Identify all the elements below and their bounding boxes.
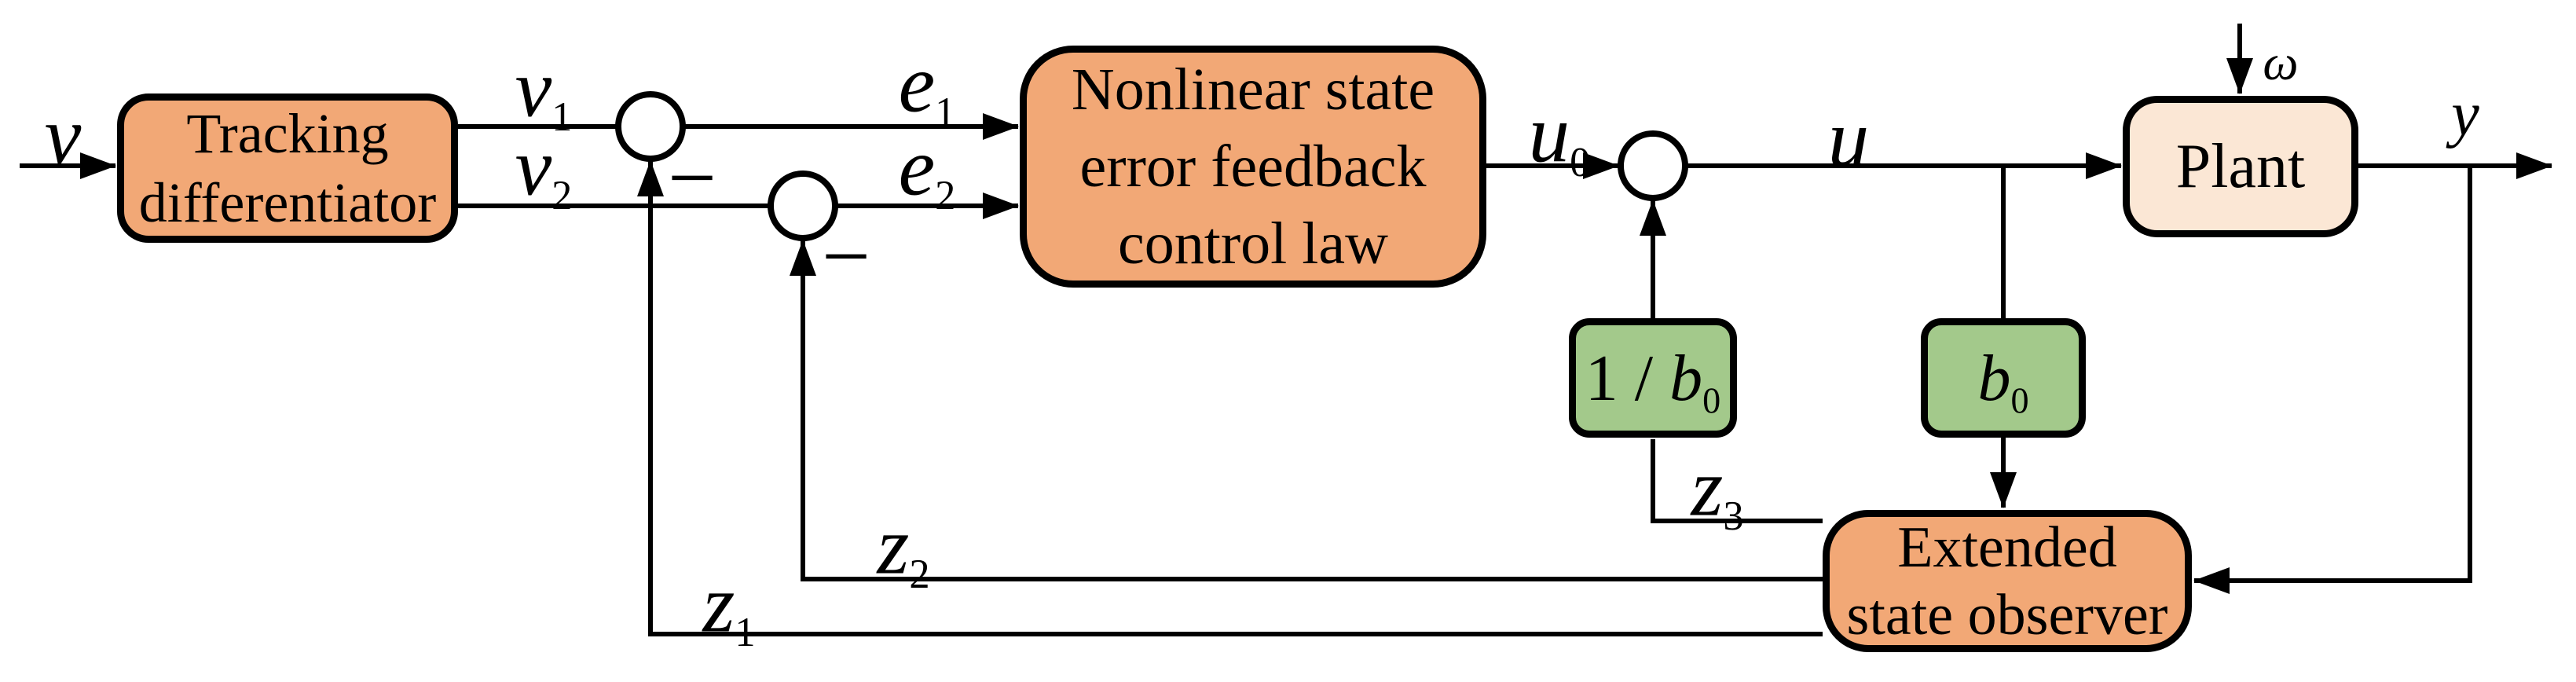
signal-label-u: u — [1827, 92, 1870, 185]
eso-label-line2: state observer — [1846, 582, 2168, 647]
sum-junction-1 — [615, 91, 686, 162]
gain-b0-label: b0 — [1977, 341, 2029, 420]
tracking-differentiator-block: Tracking differentiator — [117, 94, 458, 243]
plant-label: Plant — [2175, 131, 2306, 201]
minus-sign-junction-2: − — [821, 208, 871, 304]
signal-label-z3: z3 — [1691, 441, 1744, 539]
sum-junction-3 — [1618, 130, 1688, 201]
gain-inv-b0-label: 1 / b0 — [1585, 341, 1721, 420]
nlsef-label-line3: control law — [1117, 211, 1388, 277]
signal-label-z2: z2 — [877, 499, 930, 597]
nlsef-block: Nonlinear state error feedback control l… — [1020, 46, 1486, 288]
signal-label-v2: v2 — [515, 120, 573, 218]
nlsef-label-line1: Nonlinear state — [1071, 57, 1435, 123]
signal-label-z1: z1 — [702, 557, 756, 655]
signal-label-v: v — [44, 89, 82, 182]
minus-sign-junction-1: − — [667, 130, 717, 226]
tracking-differentiator-label-line1: Tracking — [186, 102, 389, 165]
gain-inv-b0-block: 1 / b0 — [1569, 318, 1737, 438]
nlsef-label-line2: error feedback — [1079, 134, 1427, 200]
eso-label-line1: Extended — [1897, 515, 2117, 580]
tracking-differentiator-label-line2: differentiator — [138, 171, 437, 234]
signal-label-e2: e2 — [898, 120, 956, 218]
signal-label-omega: ω — [2263, 35, 2299, 90]
sum-junction-2 — [768, 170, 838, 241]
z3-wire — [1651, 439, 1823, 523]
z1-feedback-arrow — [637, 160, 1823, 636]
extended-state-observer-block: Extended state observer — [1823, 510, 2192, 652]
gain-b0-block: b0 — [1921, 318, 2086, 438]
signal-label-e1: e1 — [898, 37, 956, 135]
z2-feedback-arrow — [790, 240, 1823, 581]
y-feedback-arrow — [2193, 166, 2472, 594]
signal-label-v1: v1 — [515, 42, 573, 140]
plant-block: Plant — [2123, 96, 2358, 237]
signal-label-y: y — [2451, 80, 2479, 149]
signal-label-u0: u0 — [1528, 87, 1591, 185]
